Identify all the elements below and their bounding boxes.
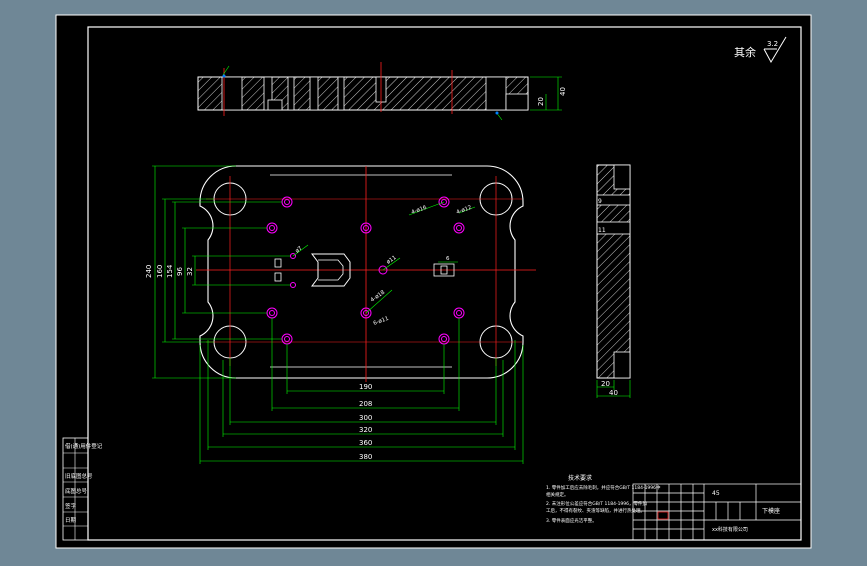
callout-4x12: 4-ø12: [456, 205, 473, 216]
callout-6x11: 6-ø11: [373, 316, 390, 327]
callout-slot-width: 6: [446, 256, 450, 262]
note-2a: 2. 未注形位公差应符合GB/T 1184-1996，零件加: [546, 500, 648, 507]
stamp-label-2: 旧底图总号: [65, 472, 93, 480]
technical-notes: 技术要求 1. 零件加工后应去除毛刺，并应符合GB/T 1184-1996中 相…: [546, 474, 661, 524]
title-block-highlight: [657, 511, 669, 520]
callout-11: ø11: [386, 255, 398, 266]
note-2b: 工后，不得有裂纹、夹渣等缺陷，并进行热处理。: [546, 507, 645, 514]
dim-300: 300: [359, 414, 372, 422]
dim-160: 160: [156, 265, 164, 278]
notes-title: 技术要求: [568, 474, 592, 482]
section-view-side: 20 40 9 11: [596, 164, 631, 398]
stamp-label-5: 日期: [65, 517, 77, 524]
dim-32: 32: [186, 267, 194, 276]
note-1a: 1. 零件加工后应去除毛刺，并应符合GB/T 1184-1996中: [546, 484, 661, 491]
dim-380: 380: [359, 453, 372, 461]
section-view-top: 40 20: [197, 62, 567, 121]
vertical-dims: [152, 165, 290, 379]
side-mark-b: 11: [598, 227, 606, 234]
callout-4x16: 4-ø16: [411, 205, 428, 216]
title-part-name: 下模座: [762, 507, 780, 515]
dim-154: 154: [166, 264, 174, 278]
dim-plate-thickness: 40: [559, 87, 567, 96]
stamp-label-3: 底图总号: [65, 487, 88, 495]
dim-plate-step: 20: [537, 97, 545, 106]
stamp-label-1: 借(通)用件登记: [65, 442, 103, 450]
callout-7: ø7: [294, 245, 303, 254]
dim-96: 96: [176, 267, 184, 276]
sheet-inner-border: [87, 26, 802, 541]
note-1b: 相关规定。: [546, 491, 569, 498]
title-material: 45: [712, 490, 720, 497]
left-stamp-column: 借(通)用件登记 旧底图总号 底图总号 签字 日期: [62, 437, 103, 541]
roughness-note: 其余 3.2: [734, 36, 787, 64]
title-company: xx科技有限公司: [712, 526, 748, 533]
dim-208: 208: [359, 400, 372, 408]
dim-240: 240: [145, 265, 153, 278]
dim-320: 320: [359, 426, 372, 434]
roughness-prefix: 其余: [734, 45, 756, 59]
horizontal-dims: [199, 318, 524, 464]
title-block: [632, 483, 802, 541]
note-3: 3. 零件表面应光洁平整。: [546, 517, 597, 524]
dim-190: 190: [359, 383, 372, 391]
dim-side-40: 40: [609, 389, 618, 397]
side-mark-a: 9: [598, 198, 602, 205]
dim-side-20: 20: [601, 380, 610, 388]
stamp-label-4: 签字: [65, 502, 77, 510]
plan-view: 4-ø16 4-ø12 4-ø18 6-ø11 ø7 ø11 6 190 208…: [145, 165, 536, 464]
roughness-value: 3.2: [767, 40, 778, 48]
sheet-outer-border: [55, 14, 812, 549]
dim-360: 360: [359, 439, 372, 447]
